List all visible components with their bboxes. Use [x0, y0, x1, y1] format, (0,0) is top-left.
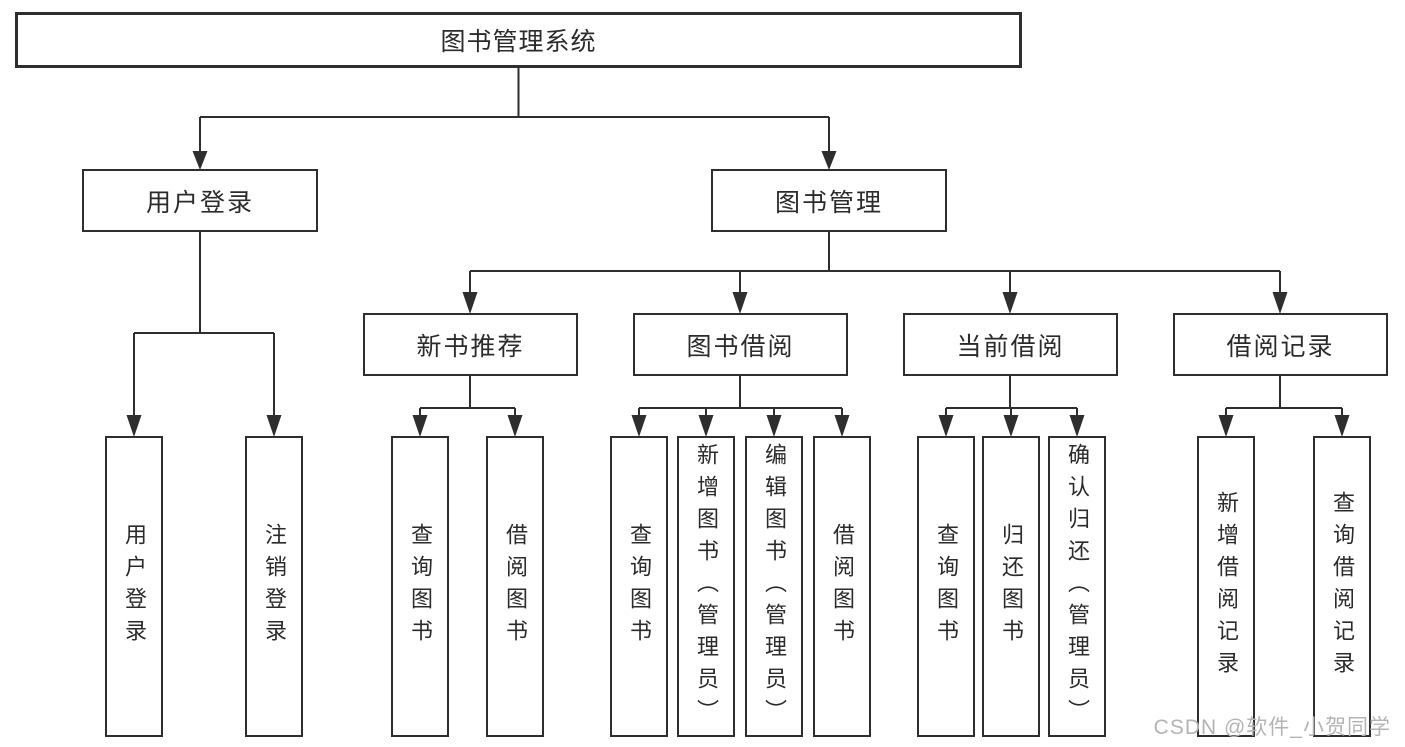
leaf-query-books-2: 查询图书 [610, 436, 668, 737]
leaf-user-login: 用户登录 [105, 436, 163, 737]
node-book-borrow: 图书借阅 [633, 313, 848, 376]
edge-current-split [945, 376, 1078, 416]
node-book-management: 图书管理 [711, 169, 947, 232]
leaf-logout-label: 注销登录 [262, 522, 287, 651]
edge-bookmgmt-split [469, 232, 1281, 293]
edge-records-split [1225, 376, 1343, 416]
arrow-down-icon [507, 415, 523, 437]
leaf-borrow-books-1: 借阅图书 [486, 436, 544, 737]
edge-newbook-split [419, 376, 516, 416]
arrow-down-icon [192, 151, 208, 170]
arrow-down-icon [1218, 415, 1234, 437]
arrow-down-icon [766, 415, 782, 437]
arrow-down-icon [1003, 415, 1019, 437]
arrow-down-icon [698, 415, 714, 437]
leaf-query-borrow-record: 查询借阅记录 [1313, 436, 1371, 737]
arrow-down-icon [1069, 415, 1085, 437]
leaf-query-books-1: 查询图书 [391, 436, 449, 737]
node-root-label: 图书管理系统 [440, 28, 597, 56]
arrow-down-icon [126, 415, 142, 437]
node-current-borrow: 当前借阅 [903, 313, 1118, 376]
leaf-query-books-2-label: 查询图书 [627, 522, 652, 651]
node-user-login-label: 用户登录 [145, 188, 254, 217]
leaf-return-books-label: 归还图书 [999, 522, 1024, 651]
arrow-down-icon [266, 415, 282, 437]
arrow-down-icon [1334, 415, 1350, 437]
node-new-book-recommend-label: 新书推荐 [416, 332, 525, 361]
leaf-borrow-books-1-label: 借阅图书 [503, 522, 528, 651]
node-new-book-recommend: 新书推荐 [363, 313, 578, 376]
arrow-down-icon [412, 415, 428, 437]
leaf-user-login-label: 用户登录 [122, 522, 147, 651]
leaf-edit-books-admin-label: 编辑图书（管理员） [762, 442, 787, 731]
leaf-return-books: 归还图书 [982, 436, 1040, 737]
arrow-down-icon [834, 415, 850, 437]
leaf-logout: 注销登录 [245, 436, 303, 737]
leaf-borrow-books-2-label: 借阅图书 [830, 522, 855, 651]
arrowheads [126, 151, 1350, 437]
arrow-down-icon [631, 415, 647, 437]
edge-root-split [199, 68, 830, 151]
leaf-query-books-3: 查询图书 [917, 436, 975, 737]
leaf-edit-books-admin: 编辑图书（管理员） [745, 436, 803, 737]
node-book-management-label: 图书管理 [774, 188, 883, 217]
node-book-borrow-label: 图书借阅 [686, 332, 795, 361]
leaf-add-books-admin-label: 新增图书（管理员） [694, 442, 719, 731]
edge-borrow-split [638, 376, 843, 416]
arrow-down-icon [1002, 292, 1018, 314]
edge-userlogin-split [133, 232, 275, 416]
leaf-query-books-3-label: 查询图书 [934, 522, 959, 651]
leaf-add-borrow-record-label: 新增借阅记录 [1214, 490, 1239, 683]
node-current-borrow-label: 当前借阅 [956, 332, 1065, 361]
node-root: 图书管理系统 [15, 12, 1022, 68]
node-borrow-records: 借阅记录 [1173, 313, 1388, 376]
node-borrow-records-label: 借阅记录 [1226, 332, 1335, 361]
arrow-down-icon [1272, 292, 1288, 314]
leaf-confirm-return-admin-label: 确认归还（管理员） [1065, 442, 1090, 731]
leaf-add-books-admin: 新增图书（管理员） [677, 436, 735, 737]
leaf-borrow-books-2: 借阅图书 [813, 436, 871, 737]
arrow-down-icon [462, 292, 478, 314]
csdn-watermark: CSDN @软件_小贺同学 [1153, 716, 1391, 739]
leaf-query-borrow-record-label: 查询借阅记录 [1330, 490, 1355, 683]
leaf-query-books-1-label: 查询图书 [408, 522, 433, 651]
arrow-down-icon [732, 292, 748, 314]
leaf-confirm-return-admin: 确认归还（管理员） [1048, 436, 1106, 737]
arrow-down-icon [938, 415, 954, 437]
arrow-down-icon [821, 151, 837, 170]
leaf-add-borrow-record: 新增借阅记录 [1197, 436, 1255, 737]
node-user-login: 用户登录 [82, 169, 318, 232]
